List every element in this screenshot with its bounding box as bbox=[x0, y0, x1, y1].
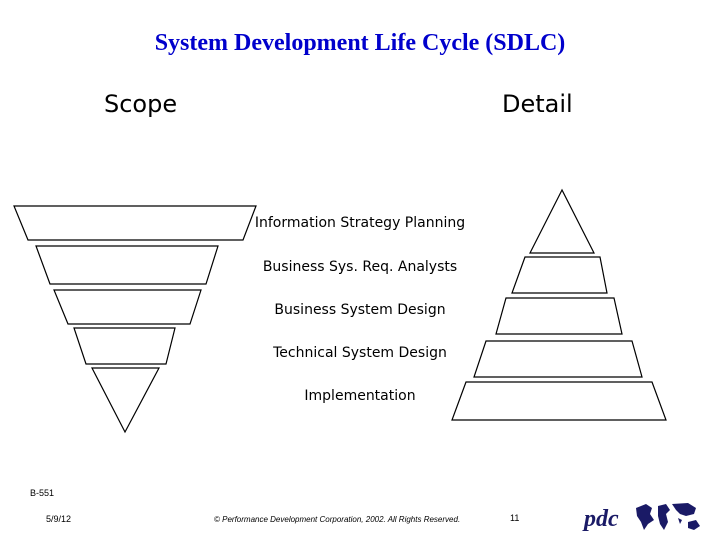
footer-copyright: © Performance Development Corporation, 2… bbox=[214, 515, 461, 524]
scope-inverted-pyramid bbox=[13, 205, 257, 434]
stage-label-1: Information Strategy Planning bbox=[254, 215, 466, 231]
scope-segment-4 bbox=[73, 327, 176, 365]
detail-segment-3 bbox=[495, 297, 623, 335]
stage-label-2: Business Sys. Req. Analysts bbox=[262, 259, 458, 275]
page-number: 11 bbox=[510, 513, 520, 523]
scope-heading: Scope bbox=[104, 90, 178, 118]
stage-label-5: Implementation bbox=[304, 388, 416, 404]
detail-heading: Detail bbox=[502, 90, 573, 118]
detail-segment-5 bbox=[451, 381, 667, 421]
detail-segment-1 bbox=[529, 188, 595, 254]
world-map-icon bbox=[636, 503, 700, 530]
detail-segment-2 bbox=[511, 256, 608, 294]
scope-segment-3 bbox=[53, 289, 202, 325]
scope-segment-1 bbox=[13, 205, 257, 241]
pdc-logo: pdc bbox=[584, 506, 619, 532]
stage-label-3: Business System Design bbox=[274, 302, 446, 318]
detail-segment-4 bbox=[473, 340, 643, 378]
footer-date: 5/9/12 bbox=[46, 514, 72, 524]
scope-segment-2 bbox=[35, 245, 219, 285]
scope-segment-5 bbox=[91, 367, 160, 434]
slide-title: System Development Life Cycle (SDLC) bbox=[154, 30, 566, 56]
detail-pyramid bbox=[451, 188, 667, 421]
slide-code: B-551 bbox=[30, 488, 55, 498]
stage-label-4: Technical System Design bbox=[273, 345, 447, 361]
